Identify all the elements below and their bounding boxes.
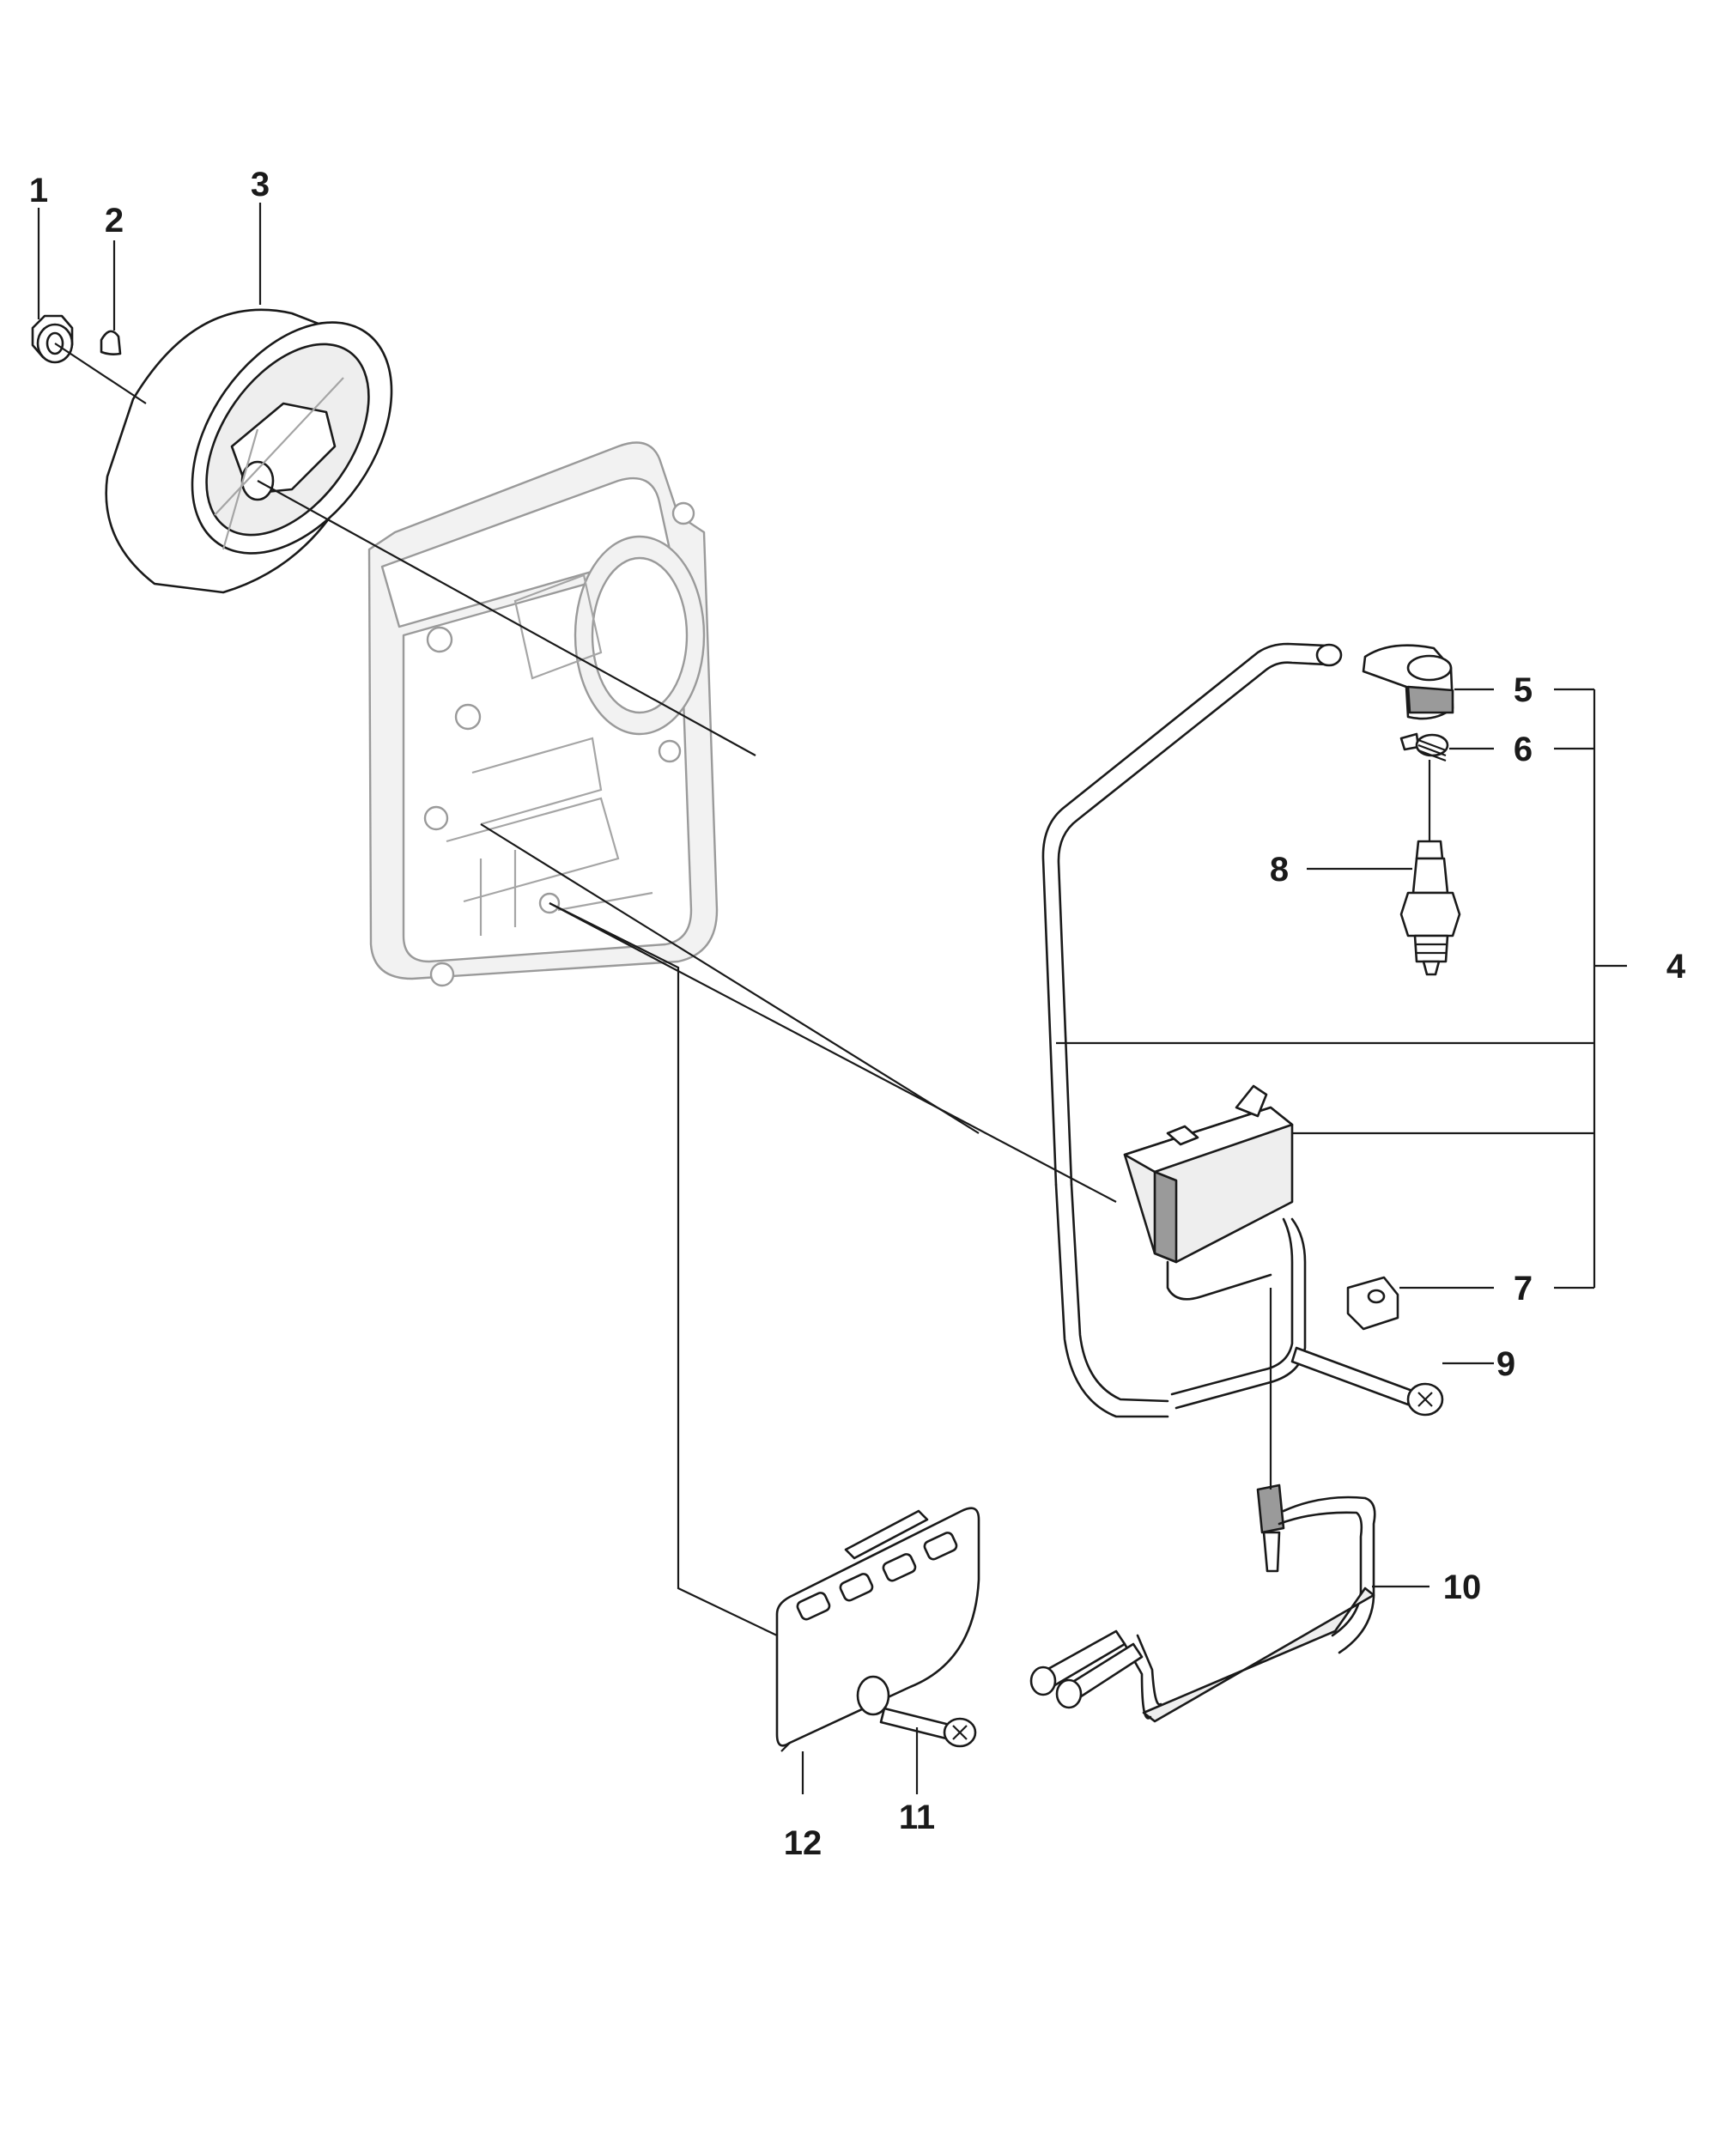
- clip-icon: [1346, 1276, 1399, 1331]
- screw-icon: [1290, 1346, 1444, 1417]
- assembly-axis-lines: [54, 343, 1117, 1203]
- callout-9: 9: [1496, 1345, 1515, 1383]
- callout-8: 8: [1270, 851, 1289, 889]
- callout-12: 12: [784, 1824, 822, 1862]
- callout-labels: 1 2 3 4 5 6 7 8 9 10 11 12: [29, 166, 1686, 1862]
- short-circuit-cable-icon: [1029, 1484, 1376, 1723]
- callout-5: 5: [1514, 671, 1533, 709]
- cover-plate-icon: [775, 1507, 980, 1752]
- callout-2: 2: [105, 202, 124, 240]
- screw-icon: [879, 1707, 977, 1748]
- spring-icon: [1399, 732, 1449, 762]
- ignition-lead-icon: [1041, 642, 1343, 1418]
- callout-11: 11: [899, 1799, 935, 1836]
- callout-10: 10: [1443, 1568, 1482, 1606]
- flywheel-icon: [105, 308, 393, 594]
- callout-3: 3: [251, 166, 270, 203]
- woodruff-key-icon: [100, 330, 122, 355]
- spark-plug-cap-icon: [1362, 644, 1454, 720]
- callout-7: 7: [1514, 1270, 1533, 1308]
- ignition-module-icon: [1123, 1084, 1307, 1410]
- leader-lines: [37, 203, 1627, 1794]
- callout-1: 1: [29, 172, 48, 209]
- spark-plug-icon: [1399, 760, 1461, 976]
- callout-4: 4: [1666, 948, 1686, 986]
- callout-6: 6: [1514, 731, 1533, 768]
- crankcase-housing-icon: [367, 441, 719, 987]
- flange-nut-icon: [31, 314, 74, 364]
